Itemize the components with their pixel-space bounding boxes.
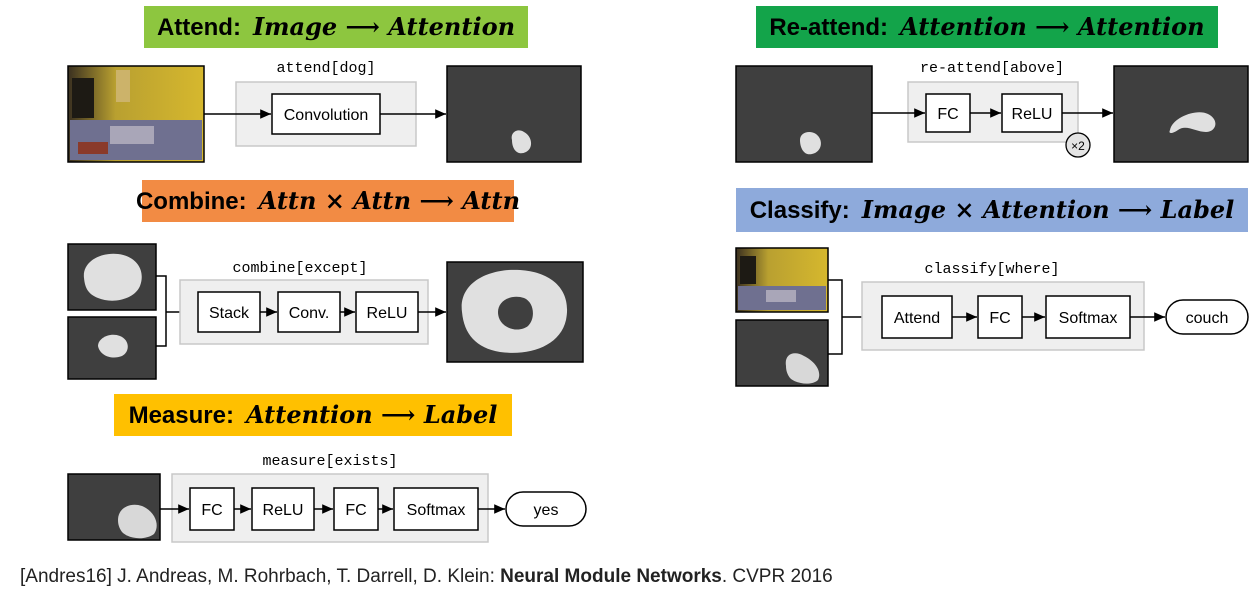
citation-prefix: [Andres16] J. Andreas, M. Rohrbach, T. D… bbox=[20, 566, 501, 587]
combine-module: Combine: Attn × Attn ⟶ Attn combine[exce… bbox=[67, 180, 584, 380]
combine-block-relu bbox=[355, 291, 419, 333]
reattend-title-banner bbox=[756, 6, 1218, 48]
reattend-block-fc bbox=[925, 93, 971, 133]
attend-title: Attend: Image ⟶ Attention bbox=[157, 12, 515, 41]
measure-module: Measure: Attention ⟶ Label measure[exist… bbox=[67, 394, 587, 543]
reattend-title: Re-attend: Attention ⟶ Attention bbox=[769, 12, 1204, 41]
measure-title-banner bbox=[114, 394, 512, 436]
combine-block-stack bbox=[197, 291, 261, 333]
combine-title: Combine: Attn × Attn ⟶ Attn bbox=[136, 186, 520, 215]
citation-title: Neural Module Networks bbox=[500, 566, 722, 587]
reattend-instance-label: re-attend[above] bbox=[920, 60, 1064, 77]
classify-module: Classify: Image × Attention ⟶ Label clas… bbox=[735, 188, 1249, 387]
attend-instance-label: attend[dog] bbox=[276, 60, 375, 77]
attend-title-banner bbox=[144, 6, 528, 48]
classify-block-softmax-label: Softmax bbox=[1059, 310, 1118, 327]
classify-block-attend bbox=[881, 295, 953, 339]
attend-module: Attend: Image ⟶ Attention attend[dog] Co… bbox=[67, 6, 582, 163]
measure-input-mask bbox=[67, 473, 161, 541]
reattend-input-mask bbox=[735, 65, 873, 163]
classify-instance-label: classify[where] bbox=[924, 261, 1059, 278]
measure-block-fc-2-label: FC bbox=[345, 502, 366, 519]
measure-title: Measure: Attention ⟶ Label bbox=[129, 400, 498, 429]
reattend-repeat-badge bbox=[1065, 132, 1091, 158]
citation-suffix: . CVPR 2016 bbox=[721, 566, 833, 587]
combine-block-conv bbox=[277, 291, 341, 333]
measure-block-relu bbox=[251, 487, 315, 531]
combine-instance-label: combine[except] bbox=[232, 260, 367, 277]
combine-block-relu-label: ReLU bbox=[367, 305, 408, 322]
citation: [Andres16] J. Andreas, M. Rohrbach, T. D… bbox=[20, 566, 833, 588]
combine-output-mask bbox=[446, 261, 584, 363]
classify-title: Classify: Image × Attention ⟶ Label bbox=[750, 195, 1235, 224]
reattend-repeat-label: ×2 bbox=[1071, 139, 1085, 153]
measure-block-softmax bbox=[393, 487, 479, 531]
attend-block-convolution-label: Convolution bbox=[284, 107, 369, 124]
reattend-block-relu-label: ReLU bbox=[1012, 106, 1053, 123]
classify-block-fc-label: FC bbox=[989, 310, 1010, 327]
measure-block-fc-2 bbox=[333, 487, 379, 531]
classify-output-label: couch bbox=[1186, 310, 1229, 327]
measure-instance-label: measure[exists] bbox=[262, 453, 397, 470]
combine-block-conv-label: Conv. bbox=[289, 305, 330, 322]
attend-input-photo bbox=[67, 65, 205, 163]
attend-output-mask bbox=[446, 65, 582, 163]
classify-input-photo bbox=[735, 247, 829, 313]
measure-block-fc-1-label: FC bbox=[201, 502, 222, 519]
combine-block-stack-label: Stack bbox=[209, 305, 250, 322]
measure-block-softmax-label: Softmax bbox=[407, 502, 466, 519]
classify-input-mask bbox=[735, 319, 829, 387]
classify-block-softmax bbox=[1045, 295, 1131, 339]
classify-block-attend-label: Attend bbox=[894, 310, 940, 327]
measure-block-relu-label: ReLU bbox=[263, 502, 304, 519]
classify-title-banner bbox=[736, 188, 1248, 232]
combine-input-mask-2 bbox=[67, 316, 157, 380]
combine-title-banner bbox=[142, 180, 514, 222]
measure-output-label: yes bbox=[534, 502, 559, 519]
classify-output-pill bbox=[1165, 299, 1249, 335]
combine-input-mask-1 bbox=[67, 243, 157, 311]
reattend-block-fc-label: FC bbox=[937, 106, 958, 123]
module-diagram: Attend: Image ⟶ Attention attend[dog] Co… bbox=[67, 6, 1249, 543]
reattend-output-mask bbox=[1113, 65, 1249, 163]
classify-block-fc bbox=[977, 295, 1023, 339]
reattend-module: Re-attend: Attention ⟶ Attention re-atte… bbox=[735, 6, 1249, 163]
measure-output-pill bbox=[505, 491, 587, 527]
